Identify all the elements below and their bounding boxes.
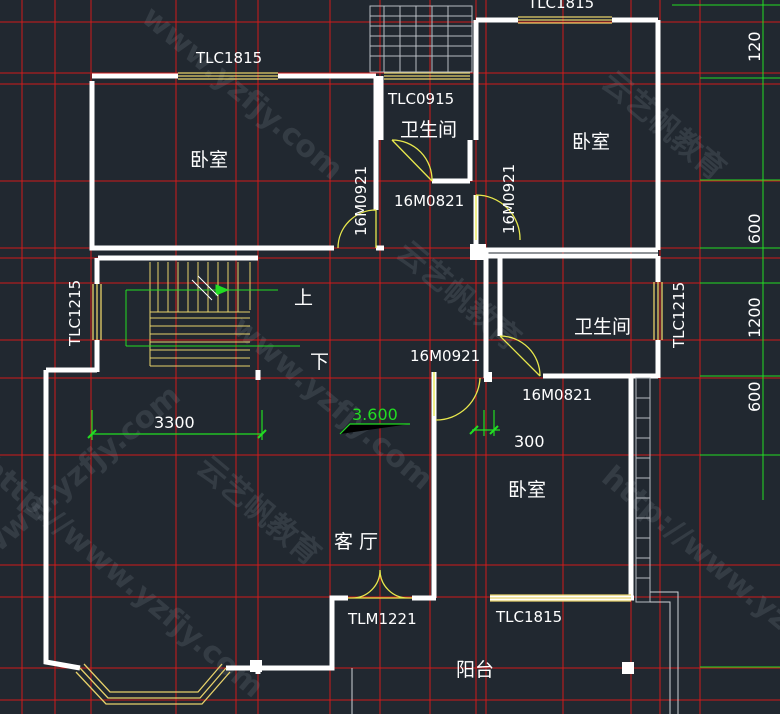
dimension-right-1: 120 [745, 31, 764, 62]
room-label-living: 客 厅 [334, 531, 378, 553]
wall-north-left [89, 81, 124, 251]
window-code-ne-top: TLC1815 [527, 0, 594, 12]
door-bed-se-arc [433, 372, 481, 421]
door-code-bed-nw: 16M0921 [352, 166, 370, 236]
window-code-bath-top: TLC0915 [387, 90, 454, 108]
window-bath-top [384, 72, 470, 80]
dimension-right-4: 600 [745, 381, 764, 412]
door-code-bed-ne: 16M0921 [500, 164, 518, 234]
doors [337, 139, 541, 599]
stair-label-down: 下 [310, 351, 329, 373]
living-dimension-line [87, 410, 500, 440]
hatched-walls [369, 5, 651, 603]
dimension-labels: 3300 3.600 300 120 600 1200 600 [154, 31, 764, 451]
level-mark: 3.600 [352, 405, 398, 424]
window-right-bath [653, 282, 663, 340]
watermark-site: www.yzfjy.com [225, 309, 440, 497]
columns [250, 244, 492, 672]
watermark-site: www.yzfjy.com [135, 0, 350, 187]
window-code-nw: TLC1815 [195, 49, 262, 67]
windows [75, 16, 663, 705]
room-labels: 卧室 卧室 卧室 卫生间 卫生间 客 厅 阳台 上 下 [190, 119, 631, 681]
door-bed-nw-arc [337, 209, 377, 249]
door-balcony [348, 569, 412, 599]
room-label-balcony: 阳台 [456, 659, 494, 681]
door-bath-right-arc [499, 335, 541, 377]
room-label-bedroom-se: 卧室 [508, 479, 546, 501]
watermark-brand: 云艺帆教育 [190, 449, 327, 572]
window-stair [92, 284, 102, 340]
staircase [125, 262, 300, 367]
balcony-railing [351, 591, 679, 714]
room-label-bedroom-nw: 卧室 [190, 149, 228, 171]
window-code-right-bath: TLC1215 [670, 282, 688, 349]
dimension-gap: 300 [514, 432, 545, 451]
door-bath-top-arc [391, 139, 433, 182]
dimension-right-2: 600 [745, 213, 764, 244]
room-label-bath-top: 卫生间 [400, 119, 457, 141]
dimension-right-3: 1200 [745, 297, 764, 338]
window-bay [75, 663, 231, 705]
door-code-bed-se: 16M0921 [410, 347, 480, 365]
opening-codes: TLC1815 TLC0915 TLC1815 TLC1815 TLC1215 … [66, 0, 688, 628]
room-label-bath-right: 卫生间 [574, 316, 631, 338]
window-nw [178, 72, 278, 80]
watermark-brand: 云艺帆教育 [390, 234, 527, 357]
door-code-bath-top: 16M0821 [394, 192, 464, 210]
window-ne-top [518, 16, 612, 24]
window-se [490, 594, 631, 602]
right-dimension-lines [672, 0, 780, 668]
stair-label-up: 上 [294, 287, 313, 309]
door-code-balcony: TLM1221 [347, 610, 417, 628]
door-code-bath-right: 16M0821 [522, 386, 592, 404]
watermark-url: http://www.yzfjy.com [595, 459, 780, 714]
window-code-stair: TLC1215 [66, 280, 84, 347]
room-label-bedroom-ne: 卧室 [572, 131, 610, 153]
window-code-se: TLC1815 [495, 608, 562, 626]
dimension-living-width: 3300 [154, 413, 195, 432]
watermark-brand: 云艺帆教育 [595, 64, 732, 187]
door-bed-ne-arc [475, 194, 521, 241]
